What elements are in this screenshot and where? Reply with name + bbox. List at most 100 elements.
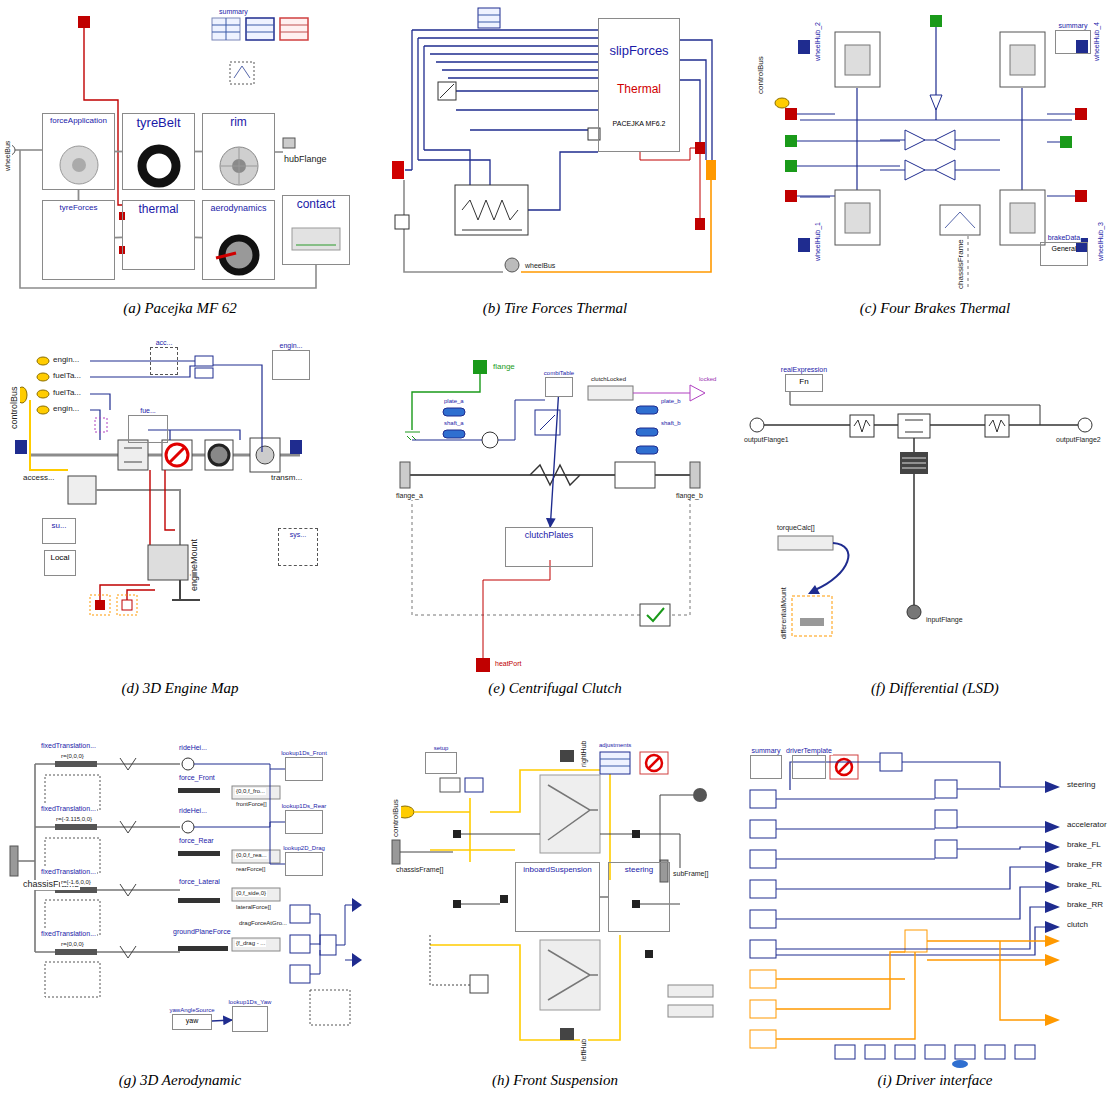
illustration-part — [290, 935, 310, 953]
illustration-part — [636, 446, 658, 454]
port-label: controlBus — [10, 385, 20, 430]
illustration-part — [412, 374, 480, 430]
component-box: Local — [44, 550, 76, 576]
illustration-part — [280, 25, 308, 32]
illustration-part — [808, 585, 820, 594]
illustration-part — [750, 880, 776, 898]
port-label: dragForceAtGro... — [238, 920, 288, 927]
illustration-part — [15, 150, 316, 288]
port-label: adjustments — [598, 742, 632, 749]
port-label: lateralForce[] — [235, 904, 272, 911]
component-name: acc... — [155, 339, 174, 347]
illustration-part — [798, 238, 810, 252]
illustration-part — [15, 149, 42, 151]
port-label: plate_a — [443, 398, 465, 405]
port-label: r={-3.115,0,0} — [55, 816, 93, 823]
component-box: tyreBelt — [122, 113, 195, 190]
illustration-part — [37, 406, 49, 414]
illustration-part — [1045, 821, 1060, 833]
component-box: brakeDataGeneral — [1040, 242, 1088, 266]
illustration-part — [785, 15, 1072, 172]
illustration-part — [800, 618, 824, 626]
port-label: controlBus — [392, 798, 401, 838]
illustration-part — [412, 492, 640, 615]
port-label: shaft_b — [660, 420, 682, 427]
illustration-part — [55, 761, 97, 767]
illustration-part — [412, 30, 424, 170]
illustration-part — [785, 108, 1087, 202]
illustration-part — [212, 18, 240, 40]
illustration-part — [453, 900, 461, 908]
illustration-part — [17, 357, 49, 414]
illustration-part — [100, 585, 155, 600]
illustration-part — [902, 458, 926, 468]
connector-line — [115, 236, 122, 238]
illustration-part — [142, 149, 176, 183]
figure-caption: (i) Driver interface — [775, 1072, 1095, 1089]
illustration-part — [1075, 190, 1087, 202]
port-label: steering — [1066, 781, 1096, 790]
illustration-part — [283, 138, 295, 148]
illustration-part — [930, 95, 942, 110]
illustration-part — [212, 18, 240, 40]
illustration-part — [178, 898, 220, 903]
illustration-part — [400, 462, 410, 488]
illustration-part — [1045, 781, 1060, 793]
component-label: clutchPlates — [525, 530, 574, 540]
illustration-part — [178, 788, 220, 793]
connector-line — [78, 190, 80, 200]
component-box: contact — [282, 195, 350, 265]
illustration-part — [120, 758, 136, 958]
illustration-part — [660, 492, 690, 615]
component-name: fue... — [139, 407, 157, 415]
connector-line — [212, 1020, 232, 1021]
illustration-part — [310, 905, 355, 974]
illustration-part — [835, 32, 1045, 245]
component-box: acc... — [150, 347, 178, 375]
port-label: fixedTranslation... — [40, 930, 97, 938]
illustration-part — [96, 490, 180, 545]
illustration-part — [290, 965, 310, 983]
illustration-part — [120, 758, 136, 958]
illustration-part — [90, 595, 110, 615]
port-label: access... — [22, 474, 56, 483]
illustration-part — [588, 386, 633, 400]
illustration-part — [232, 786, 280, 799]
illustration-part — [945, 212, 975, 228]
port-label: locked — [698, 376, 717, 383]
component-label: forceApplication — [50, 116, 107, 125]
port-label: clutch — [1066, 921, 1089, 930]
illustration-part — [907, 605, 921, 619]
port-label: summary — [218, 8, 249, 16]
illustration-part — [37, 373, 49, 381]
illustration-part — [935, 810, 957, 828]
component-name: lookup1Ds_Rear — [281, 803, 328, 810]
illustration-part — [775, 98, 789, 108]
illustration-part — [706, 160, 716, 180]
illustration-part — [750, 790, 776, 808]
port-label: groundPlaneForce — [172, 928, 232, 936]
component-box: inboardSuspension — [515, 862, 600, 932]
illustration-part — [473, 360, 487, 374]
component-label: yaw — [186, 1017, 198, 1025]
illustration-part — [646, 755, 662, 771]
component-name: yawAngleSource — [168, 1007, 215, 1014]
port-label: engineMount — [190, 538, 200, 592]
component-label: PACEJKA MF6.2 — [613, 120, 666, 128]
illustration-part — [296, 245, 336, 246]
illustration-part — [97, 764, 180, 952]
illustration-part — [122, 600, 132, 610]
illustration-part — [205, 440, 233, 470]
port-label: rightHub — [580, 740, 588, 768]
component-label: steering — [625, 865, 653, 874]
illustration-part — [913, 438, 915, 605]
illustration-part — [1060, 136, 1072, 148]
illustration-part — [45, 962, 100, 997]
illustration-part — [290, 905, 310, 923]
connector-line — [115, 151, 122, 153]
illustration-part — [845, 45, 870, 75]
illustration-part — [548, 950, 598, 1000]
illustration-part — [1045, 954, 1060, 966]
port-label: wheelHub_1 — [814, 221, 822, 262]
